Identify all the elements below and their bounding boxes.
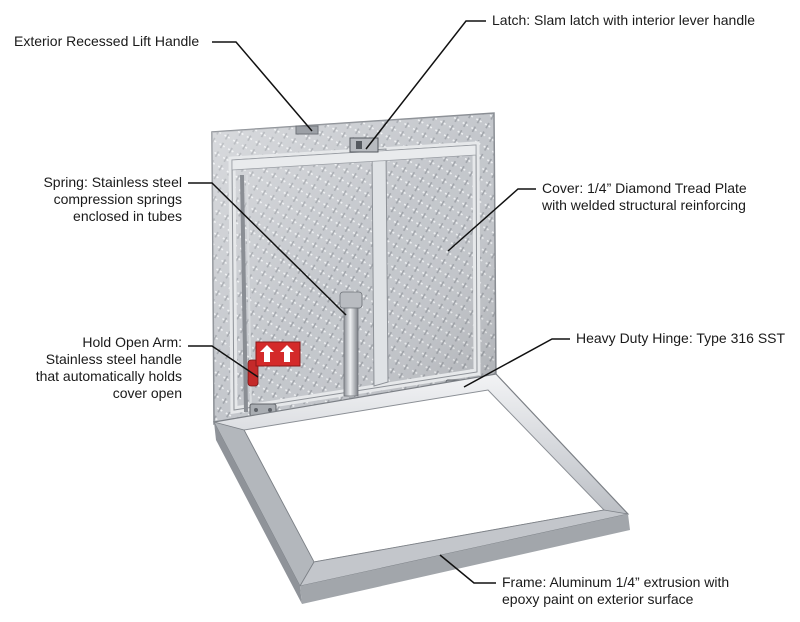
leader-hold-open-arm — [188, 345, 259, 378]
callout-hold-open-arm: Hold Open Arm: Stainless steel handle th… — [16, 334, 182, 402]
callout-hinge-line: Heavy Duty Hinge: Type 316 SST — [576, 330, 786, 346]
callout-lift-handle: Exterior Recessed Lift Handle — [14, 33, 199, 50]
callout-hold-open-arm-line-2: Stainless steel handle — [45, 351, 182, 367]
callout-hinge: Heavy Duty Hinge: Type 316 SST — [576, 330, 785, 347]
lift-handle-recess — [295, 125, 319, 135]
callout-cover-line-1: Cover: 1/4” Diamond Tread Plate — [542, 180, 747, 196]
callout-frame: Frame: Aluminum 1/4” extrusion with epox… — [502, 574, 729, 608]
leader-spring — [188, 182, 347, 316]
warning-sign — [255, 341, 301, 367]
leader-frame — [439, 554, 496, 584]
callout-spring-line-1: Spring: Stainless steel — [43, 174, 182, 190]
leader-lines — [188, 20, 570, 584]
callout-hold-open-arm-line-1: Hold Open Arm: — [82, 334, 182, 350]
callout-spring-line-2: compression springs — [53, 191, 182, 207]
callout-hold-open-arm-line-3: that automatically holds — [35, 368, 182, 384]
callout-frame-line-2: epoxy paint on exterior surface — [502, 591, 694, 607]
callout-latch: Latch: Slam latch with interior lever ha… — [492, 12, 755, 29]
callout-latch-line: Latch: Slam latch with interior lever ha… — [492, 12, 756, 28]
frame — [213, 373, 630, 604]
callout-cover-line-2: with welded structural reinforcing — [542, 197, 746, 213]
callout-cover: Cover: 1/4” Diamond Tread Plate with wel… — [542, 180, 747, 214]
leader-cover — [447, 188, 536, 252]
callout-hold-open-arm-line-4: cover open — [112, 385, 182, 401]
leader-latch — [365, 20, 486, 150]
callout-frame-line-1: Frame: Aluminum 1/4” extrusion with — [502, 574, 730, 590]
leader-hinge — [463, 338, 570, 388]
callout-spring-line-3: enclosed in tubes — [73, 208, 182, 224]
leader-lift-handle — [212, 41, 313, 132]
callout-spring: Spring: Stainless steel compression spri… — [28, 174, 182, 225]
callout-lift-handle-line: Exterior Recessed Lift Handle — [14, 33, 200, 49]
